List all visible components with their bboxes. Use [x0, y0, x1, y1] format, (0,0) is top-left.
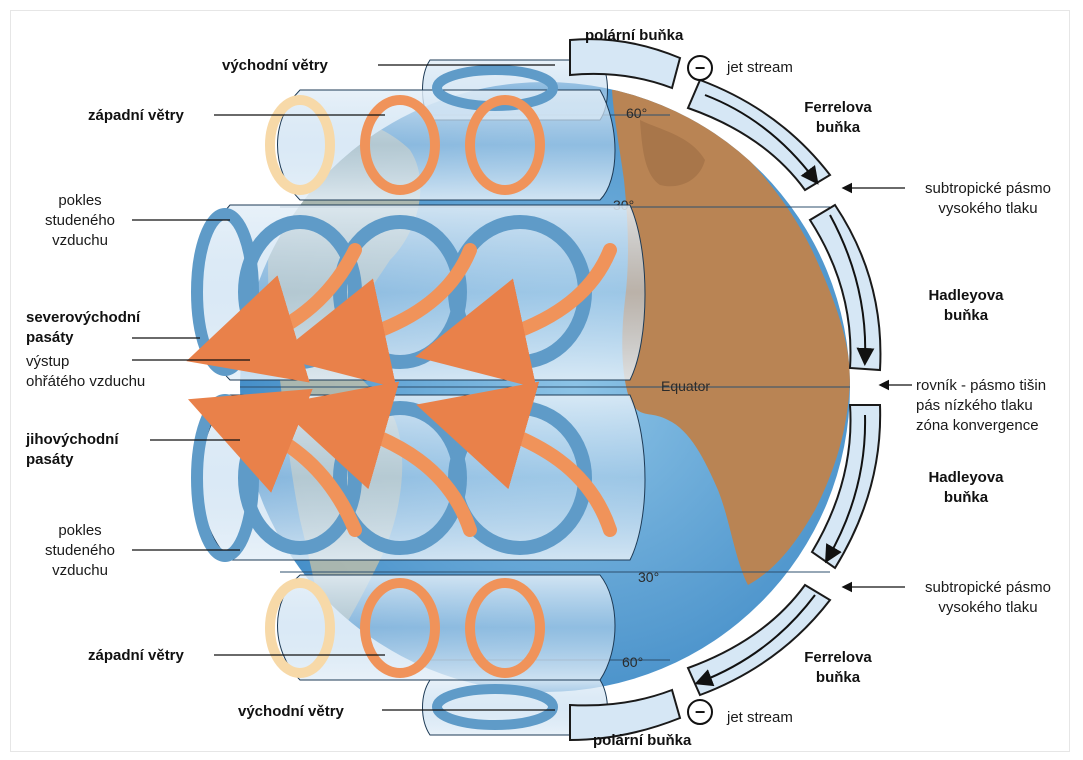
- lat-60-bottom-label: 60°: [622, 654, 643, 670]
- lat-30-bottom-label: 30°: [638, 569, 659, 585]
- jet-stream-bottom-minus: −: [695, 702, 706, 722]
- se-trades-label-2: pasáty: [26, 451, 74, 468]
- ferrel-cell-bottom-label-1: Ferrelova: [804, 649, 872, 666]
- westerlies-bottom-label: západní větry: [88, 647, 185, 664]
- jet-stream-top-label: jet stream: [726, 59, 793, 76]
- ferrel-cell-top-label-1: Ferrelova: [804, 99, 872, 116]
- cold-air-top-label-2: studeného: [45, 212, 115, 229]
- ferrel-cell-top-label-2: buňka: [816, 119, 861, 136]
- polar-cell-top-label: polární buňka: [585, 27, 684, 44]
- ne-trades-label-2: pasáty: [26, 329, 74, 346]
- hadley-cell-top-label-2: buňka: [944, 307, 989, 324]
- itcz-label-2: pás nízkého tlaku: [916, 397, 1033, 414]
- subtropic-bottom-label-2: vysokého tlaku: [938, 599, 1037, 616]
- warm-rise-label-2: ohřátého vzduchu: [26, 373, 145, 390]
- se-trades-label-1: jihovýchodní: [25, 431, 119, 448]
- cold-air-top-label-3: vzduchu: [52, 232, 108, 249]
- easterlies-bottom-label: východní větry: [238, 703, 345, 720]
- hadley-cell-bottom-label-2: buňka: [944, 489, 989, 506]
- cold-air-top-label-1: pokles: [58, 192, 101, 209]
- jet-stream-bottom-label: jet stream: [726, 709, 793, 726]
- lat-60-top-label: 60°: [626, 105, 647, 121]
- equator-label: Equator: [661, 378, 710, 394]
- ne-trades-label-1: severovýchodní: [26, 309, 141, 326]
- cold-air-bottom-label-2: studeného: [45, 542, 115, 559]
- hadley-cell-bottom-label-1: Hadleyova: [928, 469, 1004, 486]
- subtropic-bottom-label-1: subtropické pásmo: [925, 579, 1051, 596]
- westerlies-top-label: západní větry: [88, 107, 185, 124]
- itcz-label-3: zóna konvergence: [916, 417, 1039, 434]
- cold-air-bottom-label-3: vzduchu: [52, 562, 108, 579]
- polar-cell-bottom-label: polární buňka: [593, 732, 692, 749]
- easterlies-top-label: východní větry: [222, 57, 329, 74]
- cold-air-bottom-label-1: pokles: [58, 522, 101, 539]
- jet-stream-top-minus: −: [695, 58, 706, 78]
- warm-rise-label-1: výstup: [26, 353, 69, 370]
- subtropic-top-label-2: vysokého tlaku: [938, 200, 1037, 217]
- ferrel-cell-bottom-label-2: buňka: [816, 669, 861, 686]
- itcz-label-1: rovník - pásmo tišin: [916, 377, 1046, 394]
- hadley-cell-top-label-1: Hadleyova: [928, 287, 1004, 304]
- subtropic-top-label-1: subtropické pásmo: [925, 180, 1051, 197]
